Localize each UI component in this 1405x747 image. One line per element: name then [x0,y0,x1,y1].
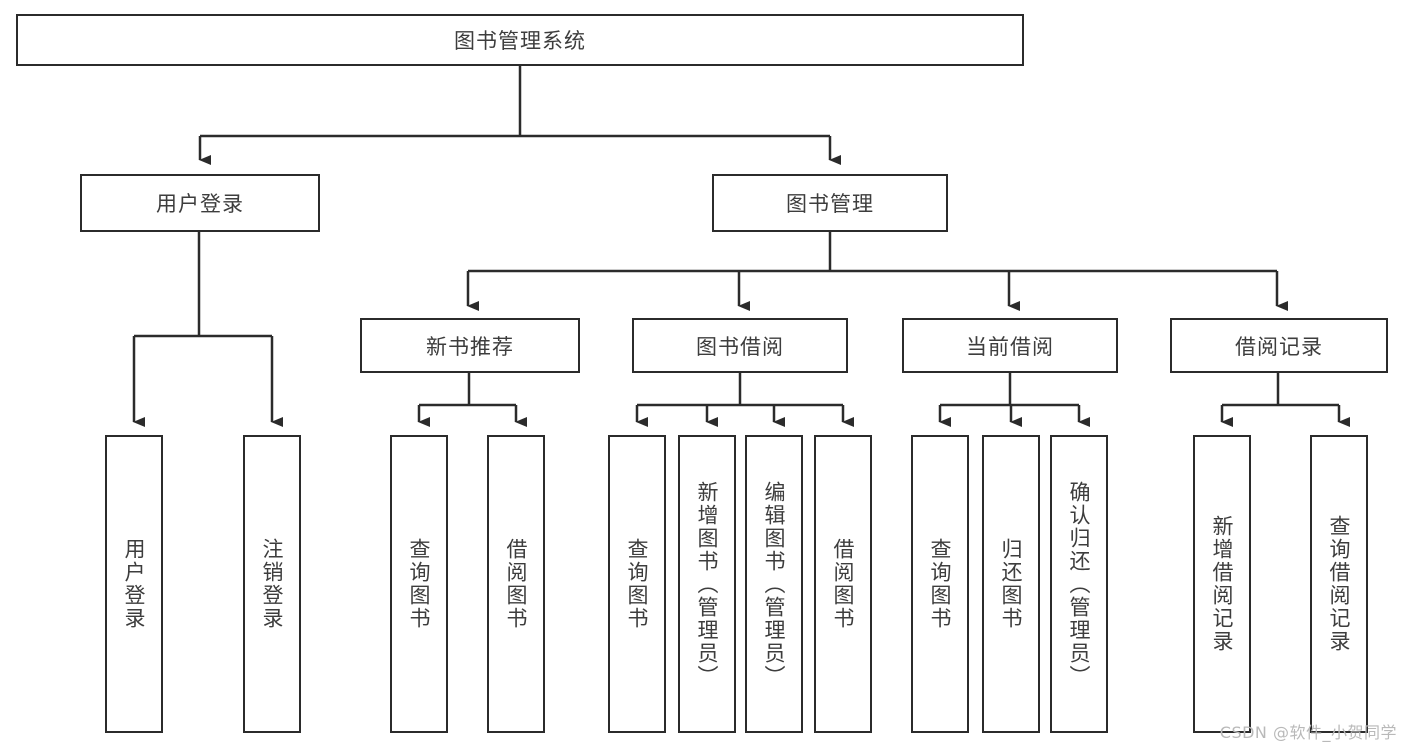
node-label: 确认归还（管理员） [1067,480,1092,688]
csdn-watermark: CSDN @软件_小贺同学 [1219,723,1397,742]
node-label: 当前借阅 [966,334,1054,359]
node-label: 借阅图书 [831,538,856,630]
leaf-add-book-admin[interactable]: 新增图书（管理员） [678,435,736,733]
node-label: 用户登录 [156,192,244,216]
leaf-return-book[interactable]: 归还图书 [982,435,1040,733]
node-label: 查询图书 [928,538,953,630]
node-label: 图书管理系统 [454,29,586,53]
leaf-query-book-current[interactable]: 查询图书 [911,435,969,733]
leaf-logout[interactable]: 注销登录 [243,435,301,733]
node-label: 借阅记录 [1235,334,1323,359]
leaf-add-borrow-record[interactable]: 新增借阅记录 [1193,435,1251,733]
node-label: 图书借阅 [696,334,784,359]
leaf-query-book-newbook[interactable]: 查询图书 [390,435,448,733]
node-borrow-records[interactable]: 借阅记录 [1170,318,1388,373]
node-label: 图书管理 [786,192,874,216]
leaf-edit-book-admin[interactable]: 编辑图书（管理员） [745,435,803,733]
node-book-management[interactable]: 图书管理 [712,174,948,232]
node-label: 新增图书（管理员） [695,480,720,688]
leaf-confirm-return-admin[interactable]: 确认归还（管理员） [1050,435,1108,733]
node-label: 归还图书 [999,538,1024,630]
node-label: 查询图书 [407,538,432,630]
node-label: 查询借阅记录 [1327,515,1352,653]
node-book-borrow[interactable]: 图书借阅 [632,318,848,373]
leaf-user-login[interactable]: 用户登录 [105,435,163,733]
node-label: 注销登录 [260,538,285,630]
node-label: 查询图书 [625,538,650,630]
leaf-query-book-borrow[interactable]: 查询图书 [608,435,666,733]
leaf-borrow-book-newbook[interactable]: 借阅图书 [487,435,545,733]
node-label: 编辑图书（管理员） [762,480,787,688]
leaf-query-borrow-record[interactable]: 查询借阅记录 [1310,435,1368,733]
node-current-borrow[interactable]: 当前借阅 [902,318,1118,373]
node-label: 新书推荐 [426,334,514,359]
node-label: 新增借阅记录 [1210,515,1235,653]
node-root-system[interactable]: 图书管理系统 [16,14,1024,66]
node-label: 借阅图书 [504,538,529,630]
node-user-login[interactable]: 用户登录 [80,174,320,232]
node-label: 用户登录 [122,538,147,630]
leaf-borrow-book[interactable]: 借阅图书 [814,435,872,733]
node-new-book-recommend[interactable]: 新书推荐 [360,318,580,373]
